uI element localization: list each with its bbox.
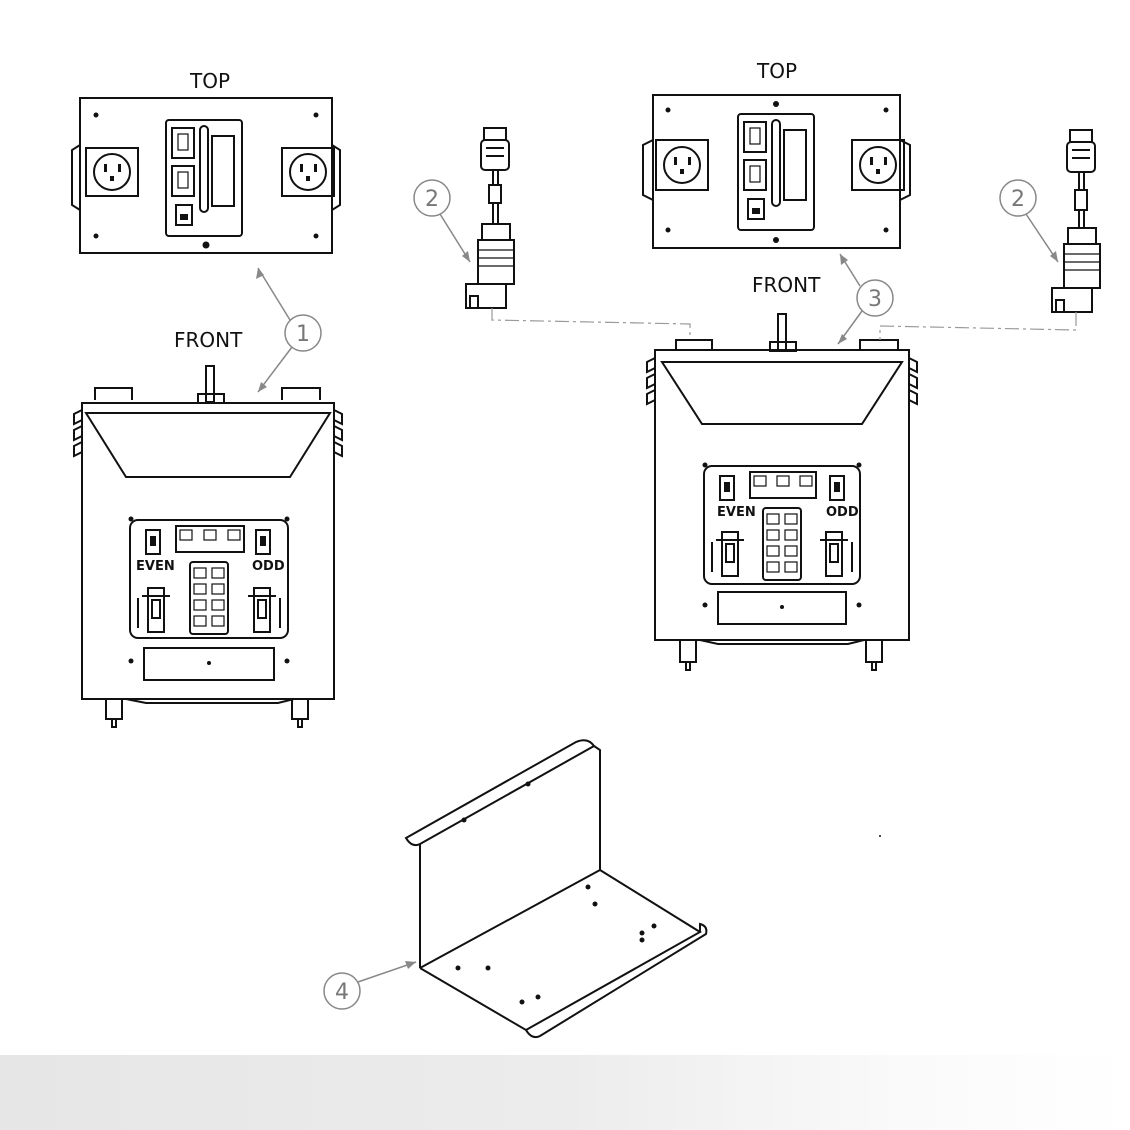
right-cord-adapter (879, 129, 1101, 340)
left-cord-adapter (465, 127, 691, 338)
callout-1-number: 1 (296, 322, 310, 347)
callout-4: 4 (323, 961, 417, 1010)
right-top-view-label: TOP (756, 59, 797, 83)
right-panel-even-label: EVEN (717, 505, 756, 520)
callout-3: FRONT 3 (752, 253, 894, 345)
mounting-bracket (404, 739, 881, 1039)
left-top-view: TOP (71, 69, 341, 254)
callout-2-right-number: 2 (1011, 187, 1025, 212)
callout-2-right: 2 (999, 179, 1059, 263)
callout-1: 1 (256, 267, 322, 393)
left-top-view-label: TOP (189, 69, 230, 93)
left-front-view: FRONT EVEN ODD (73, 328, 343, 728)
callout-2-left: 2 (413, 179, 471, 263)
right-front-view-label: FRONT (752, 273, 821, 297)
callout-4-number: 4 (335, 980, 349, 1005)
right-front-view: EVEN ODD (646, 313, 918, 671)
callout-3-number: 3 (868, 287, 882, 312)
right-top-view: TOP (642, 59, 911, 249)
callout-2-left-number: 2 (425, 187, 439, 212)
left-front-view-label: FRONT (174, 328, 243, 352)
left-panel-odd-label: ODD (252, 559, 285, 574)
right-panel-odd-label: ODD (826, 505, 859, 520)
bottom-gray-band (0, 1055, 1130, 1130)
left-panel-even-label: EVEN (136, 559, 175, 574)
